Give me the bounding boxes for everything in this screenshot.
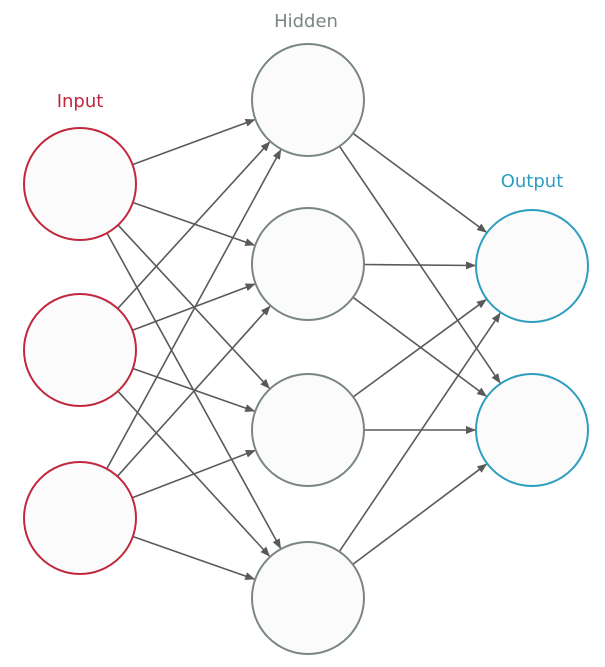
- edge-input-3-to-hidden-3: [131, 449, 256, 499]
- edge-input-1-to-hidden-1: [132, 118, 256, 166]
- input-node-3: [23, 461, 137, 575]
- input-node-2: [23, 293, 137, 407]
- hidden-node-4: [251, 541, 365, 655]
- edge-hidden-4-to-output-1: [338, 312, 501, 553]
- edge-input-3-to-hidden-1: [106, 149, 282, 470]
- hidden-node-2: [251, 207, 365, 321]
- edge-input-2-to-hidden-1: [117, 141, 271, 310]
- edge-input-2-to-hidden-3: [132, 367, 256, 412]
- neurons: [23, 43, 589, 655]
- edge-input-2-to-hidden-2: [132, 283, 256, 331]
- edge-hidden-3-to-output-1: [352, 299, 487, 398]
- hidden-node-1: [251, 43, 365, 157]
- edge-hidden-4-to-output-2: [352, 463, 488, 566]
- hidden-layer-label: Hidden: [274, 11, 338, 32]
- edge-hidden-2-to-output-2: [352, 296, 488, 397]
- output-node-1: [475, 209, 589, 323]
- output-node-2: [475, 373, 589, 487]
- edge-hidden-1-to-output-1: [352, 132, 488, 233]
- edge-input-3-to-hidden-4: [132, 535, 256, 580]
- edge-input-1-to-hidden-2: [132, 201, 256, 246]
- edge-input-3-to-hidden-2: [116, 305, 271, 477]
- input-layer-label: Input: [57, 91, 104, 112]
- hidden-node-3: [251, 373, 365, 487]
- input-node-1: [23, 127, 137, 241]
- edge-hidden-2-to-output-1: [363, 261, 476, 270]
- output-layer-label: Output: [501, 171, 564, 192]
- connections: [106, 118, 501, 580]
